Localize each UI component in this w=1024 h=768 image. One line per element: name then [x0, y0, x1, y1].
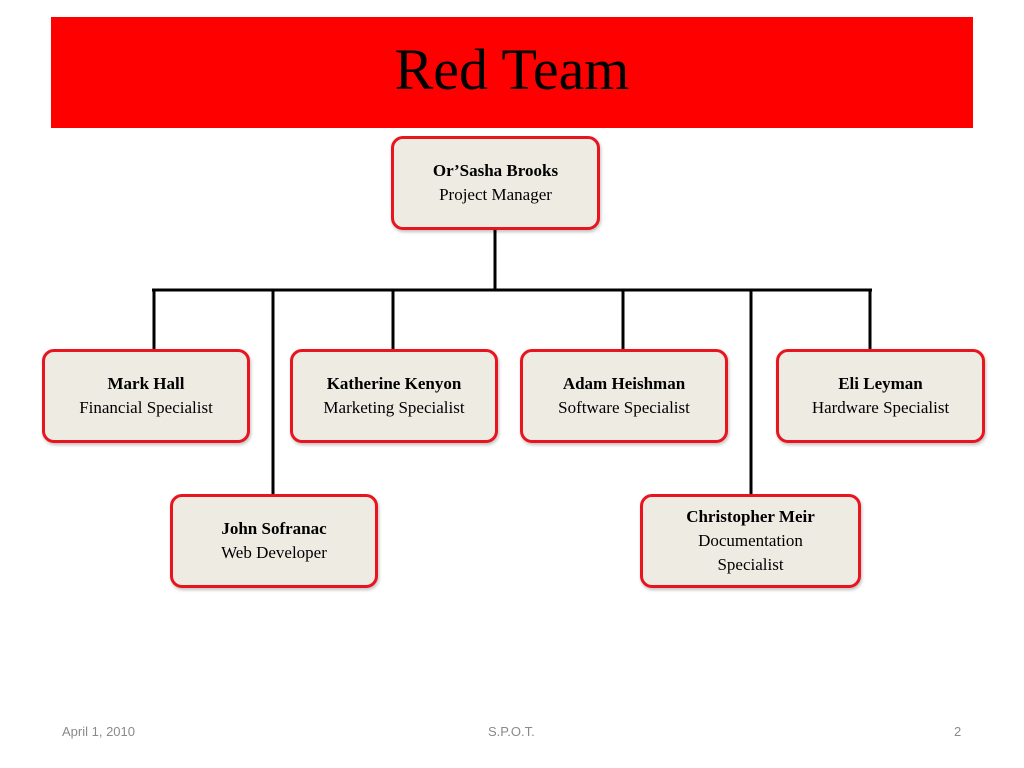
footer-date: April 1, 2010 [62, 724, 135, 739]
node-name: Adam Heishman [562, 374, 686, 393]
slide-title: Red Team [394, 36, 630, 102]
node-role: Documentation Specialist [698, 531, 803, 574]
node-role: Web Developer [221, 543, 327, 562]
org-node-web-developer: John Sofranac Web Developer [170, 494, 378, 588]
node-role: Marketing Specialist [323, 398, 465, 417]
org-node-hardware-specialist: Eli Leyman Hardware Specialist [776, 349, 985, 443]
node-name: Eli Leyman [838, 374, 923, 393]
node-name: Katherine Kenyon [326, 374, 462, 393]
org-node-financial-specialist: Mark Hall Financial Specialist [42, 349, 250, 443]
node-name: Mark Hall [107, 374, 185, 393]
title-banner: Red Team [51, 17, 973, 128]
footer-center-text: S.P.O.T. [488, 724, 535, 739]
org-node-software-specialist: Adam Heishman Software Specialist [520, 349, 728, 443]
node-role: Project Manager [439, 185, 552, 204]
org-node-marketing-specialist: Katherine Kenyon Marketing Specialist [290, 349, 498, 443]
node-role: Software Specialist [558, 398, 690, 417]
footer-page-number: 2 [954, 724, 962, 739]
node-role: Financial Specialist [79, 398, 213, 417]
node-name: Christopher Meir [686, 507, 815, 526]
node-name: John Sofranac [221, 519, 327, 538]
node-name: Or’Sasha Brooks [432, 161, 559, 180]
node-role: Hardware Specialist [811, 398, 950, 417]
org-node-project-manager: Or’Sasha Brooks Project Manager [391, 136, 600, 230]
org-node-documentation-specialist: Christopher Meir Documentation Specialis… [640, 494, 861, 588]
